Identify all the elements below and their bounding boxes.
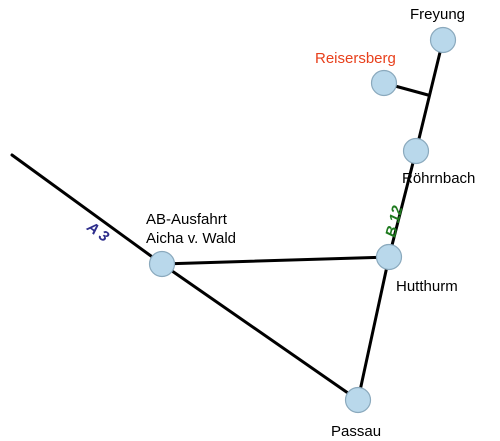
label-road-a3: A 3 [83, 218, 113, 246]
road-hutthurm-to-passau [356, 255, 391, 402]
road-b12-roehrnbach-freyung [414, 38, 445, 153]
label-passau: Passau [331, 423, 381, 440]
label-road-b12: B 12 [382, 203, 406, 238]
node-reisersberg [370, 69, 398, 97]
label-reisersberg: Reisersberg [315, 50, 396, 67]
road-a3-northwest [10, 153, 164, 266]
node-freyung [429, 26, 457, 54]
node-passau [344, 386, 372, 414]
label-freyung: Freyung [410, 6, 465, 23]
road-ab-to-hutthurm [160, 255, 391, 266]
label-ab-ausfahrt: AB-Ausfahrt [146, 211, 228, 228]
road-ab-to-passau [160, 262, 360, 402]
label-roehrnbach: Röhrnbach [402, 170, 475, 187]
node-hutthurm [375, 243, 403, 271]
node-roehrnbach [402, 137, 430, 165]
node-ab-ausfahrt [148, 250, 176, 278]
label-hutthurm: Hutthurm [396, 278, 458, 295]
label-aicha-v-wald: Aicha v. Wald [146, 230, 236, 247]
road-b12-hutthurm-roehrnbach [387, 149, 418, 259]
